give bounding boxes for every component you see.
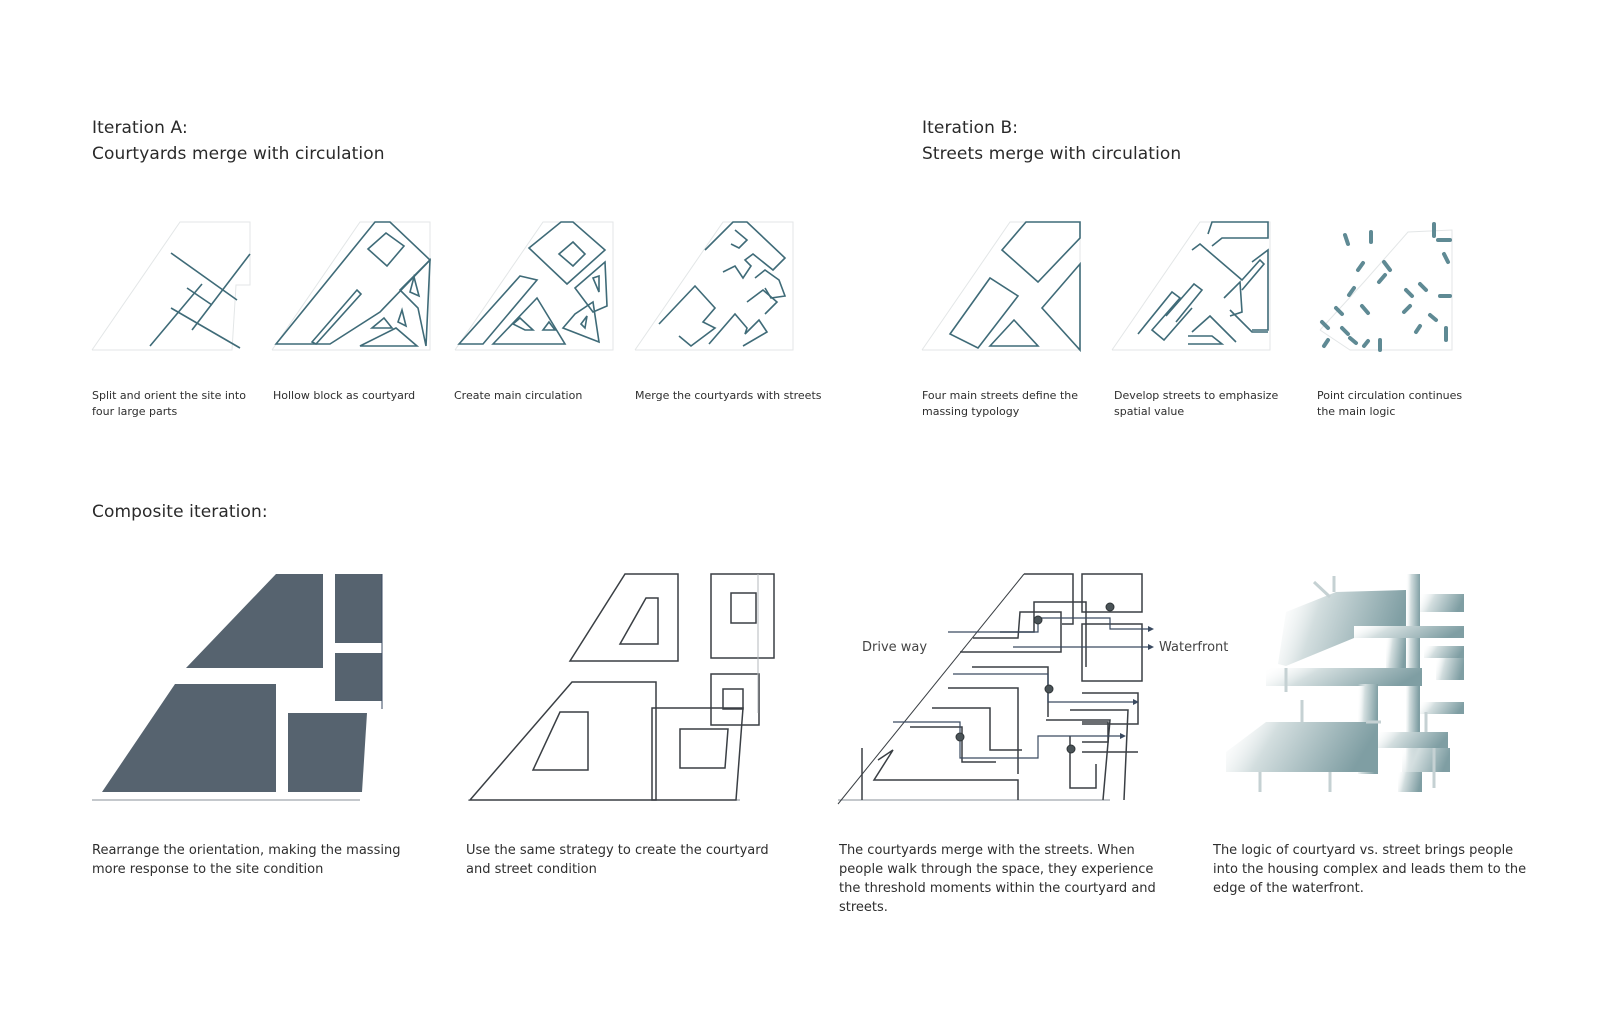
composite-heading: Composite iteration: [92, 502, 268, 522]
caption-a4: Merge the courtyards with streets [635, 389, 822, 402]
iteration-b-heading: Iteration B: Streets merge with circulat… [922, 115, 1181, 167]
iteration-a-heading: Iteration A: Courtyards merge with circu… [92, 115, 385, 167]
caption-a3: Create main circulation [454, 389, 583, 402]
caption-c3: The courtyards merge with the streets. W… [839, 843, 1156, 915]
diagram-b3-point-circulation [1319, 222, 1453, 352]
diagram-a1-split-site [91, 221, 251, 351]
iteration-b-title: Iteration B: [922, 118, 1019, 138]
diagram-c4-street-network [1226, 574, 1464, 792]
iteration-a-title: Iteration A: [92, 118, 188, 138]
diagram-a2-hollow-blocks [271, 221, 432, 351]
caption-a1: Split and orient the site into four larg… [92, 389, 246, 418]
caption-a2: Hollow block as courtyard [273, 389, 416, 402]
caption-b1: Four main streets define the massing typ… [922, 389, 1079, 418]
diagram-b2-develop-streets [1111, 221, 1271, 351]
caption-c1: Rearrange the orientation, making the ma… [92, 843, 401, 877]
diagram-c2-courtyards [468, 573, 775, 801]
caption-b3: Point circulation continues the main log… [1317, 389, 1463, 418]
caption-b2: Develop streets to emphasize spatial val… [1114, 389, 1279, 418]
diagram-a4-merge-streets [634, 221, 794, 351]
label-waterfront: Waterfront [1159, 640, 1229, 655]
label-drive-way: Drive way [862, 640, 928, 655]
diagram-c3-circulation [837, 573, 1154, 805]
diagram-a3-main-circulation [454, 221, 614, 351]
diagram-b1-four-streets [921, 221, 1081, 353]
caption-c2: Use the same strategy to create the cour… [466, 843, 769, 877]
diagram-c1-massing [92, 574, 383, 801]
iteration-a-subtitle: Courtyards merge with circulation [92, 144, 385, 164]
iteration-b-subtitle: Streets merge with circulation [922, 144, 1182, 164]
caption-c4: The logic of courtyard vs. street brings… [1213, 843, 1527, 896]
